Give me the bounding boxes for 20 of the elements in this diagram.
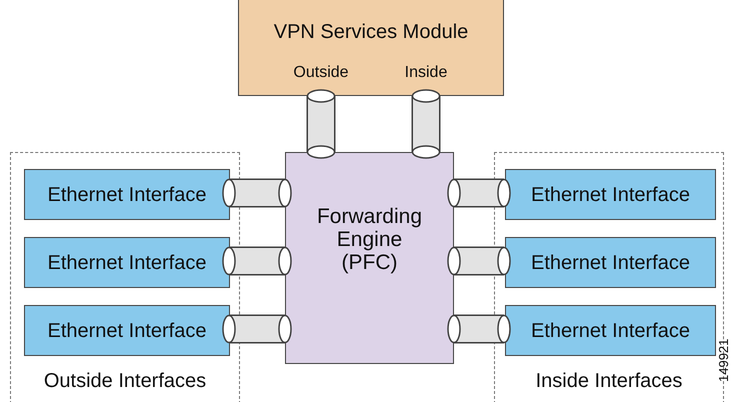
node-label: Ethernet Interface <box>48 184 206 206</box>
node-label: Inside Interfaces <box>536 370 682 392</box>
engine-box <box>285 152 454 364</box>
node-label: VPN Services Module <box>274 21 468 43</box>
module-box <box>238 0 504 96</box>
figure-id: 149921 <box>716 338 731 382</box>
node-label: Ethernet Interface <box>531 184 690 206</box>
node-label: Ethernet Interface <box>48 252 206 274</box>
node-label: Outside Interfaces <box>44 370 206 392</box>
node-label: Ethernet Interface <box>531 320 690 342</box>
interface-box <box>24 305 230 356</box>
interface-box <box>505 305 716 356</box>
interface-box <box>24 237 230 288</box>
interface-box <box>505 237 716 288</box>
interface-group <box>10 152 240 402</box>
node-label: Ethernet Interface <box>48 320 206 342</box>
interface-box <box>24 169 230 220</box>
interface-box <box>505 169 716 220</box>
node-label: Ethernet Interface <box>531 252 690 274</box>
node-label: Forwarding Engine (PFC) <box>316 205 424 274</box>
